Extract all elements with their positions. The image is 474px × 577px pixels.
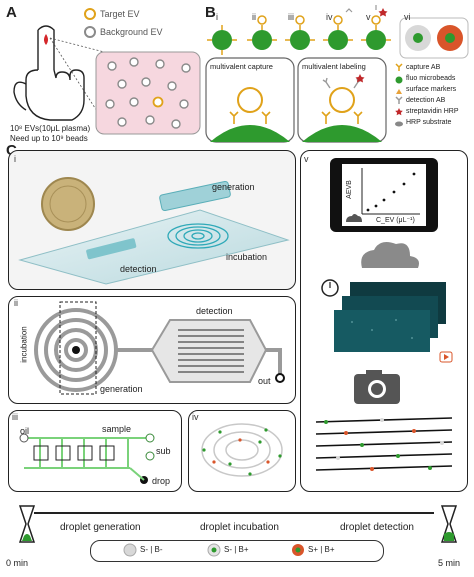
stage-incubation-label: droplet incubation: [200, 522, 279, 533]
legend-surface-markers: surface markers: [406, 86, 457, 93]
panel-a-letter: A: [6, 4, 17, 21]
oil-label: oil: [20, 426, 30, 436]
readout-illustration: [315, 158, 453, 471]
legend-streptavidin-hrp: streptavidin HRP: [406, 108, 459, 115]
hourglass-end-icon: [440, 505, 458, 543]
outlet-port: [275, 373, 285, 383]
panel-a-caption-1: 10⁸ EVs(10μL plasma): [10, 124, 91, 133]
panel-b-step-ii: ii: [252, 12, 256, 22]
sub-label: sub: [156, 446, 171, 456]
chip-photo: [18, 177, 290, 285]
inlet-port: [72, 346, 80, 354]
calibration-plot: [361, 168, 420, 215]
panel-c-iv-label: iv: [192, 412, 199, 422]
hourglass-start-icon: [18, 505, 36, 543]
legend-capture-ab: capture AB: [406, 64, 441, 71]
plot-y-label: AEVB: [345, 180, 353, 199]
generation-zoom-panel: [8, 410, 182, 492]
target-ev-particle: [152, 96, 164, 108]
cloud-icon: [361, 242, 419, 268]
panel-b-step-iii: iii: [288, 12, 294, 22]
flow-focusing-outlines: [33, 445, 115, 461]
panel-c-iii-label: iii: [12, 412, 18, 422]
panel-b-step-v: v: [366, 12, 371, 22]
panel-b-illustration: [205, 5, 469, 143]
droplet-state-legend: [90, 540, 384, 562]
drop-label: drop: [152, 476, 171, 486]
generation-zoom: [19, 433, 155, 484]
detection-block: [86, 238, 137, 260]
plasma-sample-box: [95, 51, 201, 135]
sub-inlet: [145, 451, 155, 461]
photo-detection-label: detection: [120, 264, 157, 274]
panel-b-step-vi: vi: [404, 12, 411, 22]
legend-fluo-microbeads: fluo microbeads: [406, 75, 456, 82]
small-cloud-icon: [346, 214, 362, 222]
detection-ab-icon: [395, 96, 403, 104]
stage-generation-label: droplet generation: [60, 522, 141, 533]
timeline-start-label: 0 min: [6, 558, 29, 568]
panel-b-letter: B: [205, 4, 216, 21]
photo-generation-label: generation: [212, 182, 255, 192]
panel-c-ii-label: ii: [14, 298, 18, 308]
panel-a-illustration: [13, 8, 201, 135]
panel-c-letter: C: [6, 142, 17, 159]
droplet-state-icons: [123, 543, 304, 557]
photo-incubation-label: incubation: [226, 252, 268, 262]
generation-block: [159, 180, 231, 212]
panel-b-legend-icons: [395, 63, 403, 127]
legend-s-plus-b-plus: S+ | B+: [308, 545, 335, 554]
sample-label: sample: [102, 424, 132, 434]
droplet-empty-icon: [123, 543, 137, 557]
surface-marker-icon: [396, 89, 402, 94]
background-ev-icon: [84, 26, 96, 38]
sample-inlet: [145, 433, 155, 443]
detection-channels: [178, 329, 244, 373]
timeline-end-label: 5 min: [438, 558, 461, 568]
blood-drop-icon: [44, 34, 48, 45]
ev-particles: [105, 57, 191, 129]
substrate-icon: [395, 121, 403, 127]
microbead-icon: [395, 76, 403, 84]
panel-b-step-iv: iv: [326, 12, 333, 22]
zoom-region: [59, 301, 97, 395]
background-ev-label: Background EV: [100, 27, 163, 37]
timeline-axis: [34, 512, 434, 514]
droplet-beads: [202, 428, 282, 476]
assay-step-beads: [212, 30, 386, 50]
plot-x-label: C_EV (μL⁻¹): [376, 217, 415, 224]
schematic-incubation-label: incubation: [19, 326, 29, 363]
schematic-out-label: out: [258, 376, 271, 386]
stage-detection-label: droplet detection: [340, 522, 414, 533]
panel-a-caption-2: Need up to 10⁹ beads: [10, 134, 88, 143]
streptavidin-icon: [395, 108, 403, 116]
finger-prick-hand-icon: [13, 25, 85, 121]
multivalent-capture-label: multivalent capture: [210, 62, 273, 71]
schematic-detection-label: detection: [196, 306, 233, 316]
detection-frame-1: [334, 310, 430, 352]
legend-s-minus-b-minus: S- | B-: [140, 545, 163, 554]
incubation-spiral: [167, 223, 229, 249]
detection-chamber: [150, 319, 268, 383]
legend-hrp-substrate: HRP substrate: [406, 119, 452, 126]
detection-droplets: [324, 418, 444, 471]
legend-s-minus-b-plus: S- | B+: [224, 545, 249, 554]
schematic-generation-label: generation: [100, 384, 143, 394]
detection-droplet-lanes: [315, 417, 453, 471]
panel-b-step-i: i: [216, 12, 218, 22]
stopwatch-icon: [321, 279, 339, 297]
oil-inlet: [19, 433, 29, 443]
legend-detection-ab: detection AB: [406, 97, 446, 104]
panel-c-i-label: i: [14, 154, 16, 164]
target-ev-label: Target EV: [100, 9, 140, 19]
target-ev-icon: [84, 8, 96, 20]
panel-b-legend: capture AB fluo microbeads surface marke…: [406, 62, 459, 128]
chip-schematic: [34, 301, 285, 395]
capture-ab-icon: [395, 63, 403, 71]
incubation-zoom: [201, 423, 283, 477]
flow-focusing-channels: [24, 437, 150, 469]
spiral-droplets: [201, 423, 283, 477]
multivalent-labeling-label: multivalent labeling: [302, 62, 366, 71]
panel-c-v-label: v: [304, 154, 309, 164]
